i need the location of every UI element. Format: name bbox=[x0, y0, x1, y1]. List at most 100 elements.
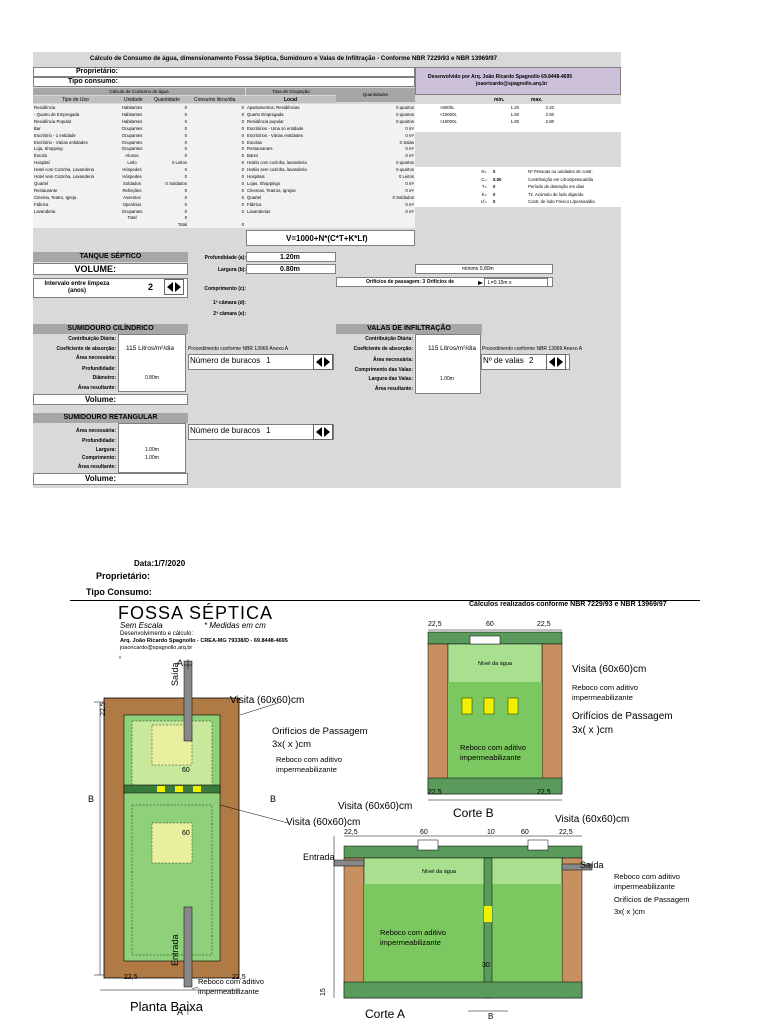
cortea-reboco1: Reboco com aditivo bbox=[380, 928, 446, 937]
planta-A-bottom: A bbox=[177, 1007, 184, 1017]
capacity-max: 2.50 bbox=[545, 112, 554, 117]
larg-value: 0.80m bbox=[280, 266, 300, 273]
use-row-cons: 0 bbox=[241, 111, 244, 117]
corteb-orif-dim: 3x( x )cm bbox=[572, 725, 614, 736]
use-row-local: Cinemas, Teatros, Igrejas bbox=[247, 187, 296, 193]
sum-ret-block bbox=[118, 423, 186, 473]
use-row-q: 0 Salas bbox=[399, 139, 414, 145]
use-row-unit: Ocupantes bbox=[121, 208, 143, 214]
use-row-use: - Quarto de Empregada bbox=[34, 111, 80, 117]
capacity-c1: <6000L bbox=[440, 105, 455, 110]
prof-label: Profundidade (a): bbox=[204, 255, 246, 261]
corteb-reboco2: impermeabilizante bbox=[460, 753, 521, 762]
prof-value-cell[interactable] bbox=[246, 252, 336, 262]
holes-value: 1 bbox=[266, 356, 271, 365]
param-d: Nº Pessoas ou unidades de contr. bbox=[528, 169, 593, 174]
param-k: K= bbox=[481, 191, 487, 197]
calc-header: Cálculo de Consumo de água bbox=[33, 88, 245, 95]
corteb-d225-l: 22,5 bbox=[428, 621, 442, 628]
param-v: 0 bbox=[493, 169, 496, 174]
valas-absorp-value[interactable]: 115 Litros/m²/dia bbox=[428, 345, 476, 352]
drawing-owner: Proprietário: bbox=[96, 571, 151, 581]
use-row-local: Escolas bbox=[247, 139, 263, 145]
volume-row-ret bbox=[33, 473, 188, 485]
ret-holes-label: Número de buracos bbox=[190, 426, 261, 435]
min-width-note: mínimo 0,80m bbox=[462, 266, 494, 272]
formula: V=1000+N*(C*T+K*Lf) bbox=[286, 234, 368, 243]
use-row-unit: Habitantes bbox=[121, 111, 143, 117]
use-row-local: Residência popular bbox=[247, 118, 284, 124]
orifice-value-cell[interactable] bbox=[484, 278, 548, 287]
use-row-local: Bares bbox=[247, 153, 259, 159]
use-row-use: Quartel bbox=[34, 180, 49, 186]
consumption-row[interactable] bbox=[33, 77, 415, 87]
planta-reboco1: Reboco com aditivo bbox=[276, 755, 342, 764]
cortea-B: B bbox=[488, 1012, 494, 1021]
planta-visita-2: Visita (60x60)cm bbox=[286, 817, 361, 828]
holes-cell[interactable] bbox=[188, 354, 334, 370]
planta-baixa-label: Planta Baixa bbox=[130, 999, 203, 1014]
col-unit: Unidade bbox=[124, 97, 143, 103]
cortea-reboco-r1: Reboco com aditivo bbox=[614, 872, 680, 881]
use-row-cons: 0 bbox=[241, 222, 244, 228]
diam-label: Diâmetro: bbox=[92, 375, 116, 381]
developer-line1: Desenvolvido por Arq. João Ricardo Spagn… bbox=[428, 74, 573, 80]
valas-absorp-label: Coeficiente de absorção: bbox=[353, 346, 413, 352]
valas-block bbox=[415, 334, 481, 394]
col-max: max. bbox=[531, 97, 543, 103]
planta-B-left: B bbox=[88, 794, 95, 804]
capacity-max: 2.20 bbox=[545, 105, 554, 110]
planta-entrada: Entrada bbox=[170, 934, 180, 966]
corteb-d225-bl: 22,5 bbox=[428, 789, 442, 796]
larg-value-cell[interactable] bbox=[246, 264, 336, 274]
corteb-reboco-r2: impermeabilizante bbox=[572, 693, 633, 702]
absorp-value[interactable]: 115 Litros/m²/dia bbox=[126, 345, 174, 352]
use-row-q: 0 quartos bbox=[396, 167, 414, 173]
use-row-cons: 0 bbox=[241, 174, 244, 179]
param-k: T= bbox=[481, 184, 487, 190]
ret-holes-spinner[interactable] bbox=[313, 424, 333, 440]
ret-larg-label: Largura: bbox=[95, 447, 116, 453]
drawing-consumption: Tipo Consumo: bbox=[86, 587, 152, 597]
interval-spinner[interactable] bbox=[164, 279, 184, 295]
cortea-orif-dim: 3x( x )cm bbox=[614, 907, 645, 916]
use-row-unit: Habitantes bbox=[121, 105, 143, 110]
use-row-cons: 0 bbox=[241, 201, 244, 207]
use-row-qty: 0 Leitos bbox=[171, 160, 187, 166]
planta-orif-dim: 3x( x )cm bbox=[272, 739, 312, 750]
volume-label-ret: Volume: bbox=[85, 474, 116, 483]
sheet-title: Cálculo de Consumo de água, dimensioname… bbox=[90, 55, 498, 62]
param-v: 0 bbox=[493, 199, 496, 205]
owner-row[interactable] bbox=[33, 67, 415, 77]
use-row-qty: 0 bbox=[184, 132, 187, 138]
planta-reboco-bottom1: Reboco com aditivo bbox=[198, 977, 264, 986]
holes-spinner[interactable] bbox=[313, 354, 333, 370]
corteb-orificios: Orifícios de Passagem bbox=[572, 711, 673, 722]
param-k: C= bbox=[481, 176, 487, 182]
orifice-cell bbox=[336, 277, 553, 287]
use-row-unit: Soldados bbox=[123, 180, 141, 186]
ret-area-label: Área necessária: bbox=[75, 428, 116, 434]
ret-area-res-label: Área resultante: bbox=[77, 464, 116, 470]
use-row-use: Bar bbox=[34, 125, 41, 131]
drawing-units: * Medidas em cm bbox=[204, 621, 266, 630]
use-row-q: 0 quartos bbox=[396, 105, 414, 110]
prof-value: 1.20m bbox=[280, 254, 300, 261]
use-row-cons: 0 bbox=[241, 160, 244, 166]
corteb-reboco-r1: Reboco com aditivo bbox=[572, 683, 638, 692]
interval-value[interactable]: 2 bbox=[148, 282, 154, 292]
cortea-d60-a: 60 bbox=[420, 829, 428, 836]
comp-label: Comprimento (c): bbox=[204, 286, 246, 292]
capacity-max: 2.80 bbox=[545, 119, 554, 124]
planta-reboco2: impermeabilizante bbox=[276, 765, 337, 774]
use-row-qty: Total bbox=[177, 222, 187, 228]
use-row-unit: Assentos bbox=[123, 194, 141, 200]
use-row-local: Escritórios - Várias entidades bbox=[247, 132, 303, 138]
tank-title: TANQUE SÉPTICO bbox=[33, 252, 188, 262]
use-row-q: 0 m² bbox=[405, 180, 414, 186]
valas-spinner[interactable] bbox=[546, 354, 566, 370]
interval-row[interactable] bbox=[33, 278, 188, 298]
developer-line2: joaoricardo@spagnollo.arq.br bbox=[476, 81, 548, 87]
ret-holes-cell[interactable] bbox=[188, 424, 334, 440]
holes-label: Número de buracos bbox=[190, 356, 261, 365]
